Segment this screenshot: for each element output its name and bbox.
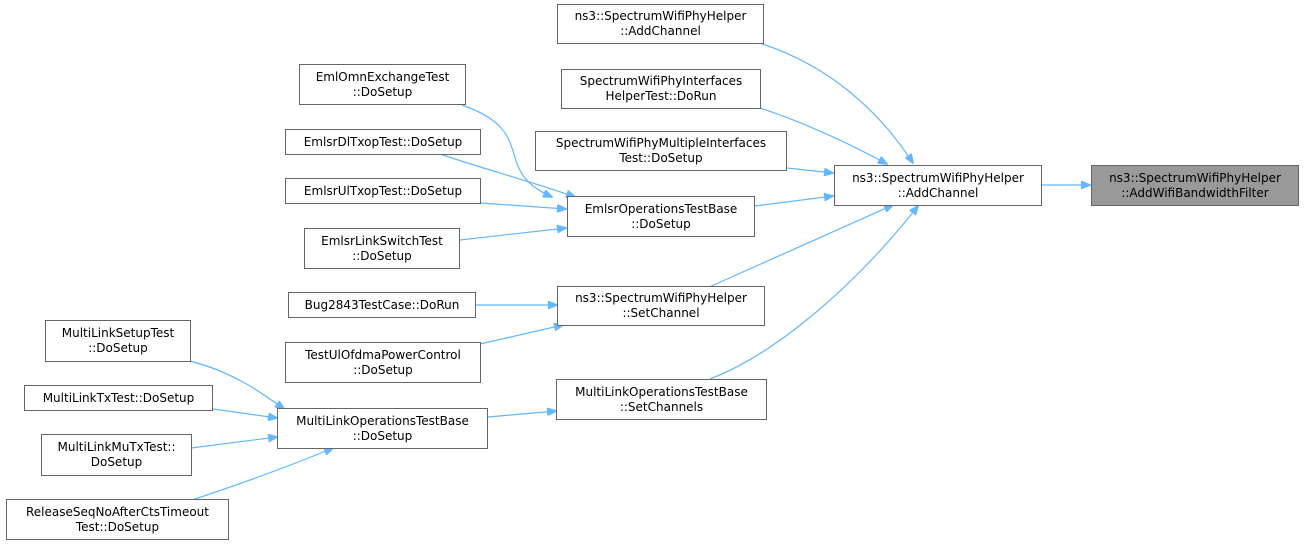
node-multi-link-mu-tx-test[interactable]: MultiLinkMuTxTest::DoSetup <box>41 434 192 476</box>
edge-multiple-interfaces-to-add-channel <box>786 167 833 173</box>
edge-ml-setup-test-to-ml-do-setup <box>189 360 284 409</box>
edge-emlsr-dl-to-emlsr-base <box>439 153 575 197</box>
edge-eml-omn-to-emlsr-base <box>461 104 552 197</box>
edge-release-seq-to-ml-do-setup <box>191 448 333 501</box>
edge-emlsr-base-to-add-channel <box>754 196 833 207</box>
node-emlsr-dl-txop-test[interactable]: EmlsrDlTxopTest::DoSetup <box>285 129 481 155</box>
node-ml-operations-test-base-do-setup[interactable]: MultiLinkOperationsTestBase::DoSetup <box>277 408 488 449</box>
node-ml-operations-test-base-set-channels[interactable]: MultiLinkOperationsTestBase::SetChannels <box>556 379 767 420</box>
node-emlsr-ul-txop-test[interactable]: EmlsrUlTxopTest::DoSetup <box>285 178 481 204</box>
edge-ml-mu-tx-test-to-ml-do-setup <box>190 437 277 449</box>
edge-ml-set-channels-to-add-channel <box>709 206 918 380</box>
node-emlsr-link-switch-test[interactable]: EmlsrLinkSwitchTest::DoSetup <box>304 228 460 269</box>
node-bug2843-testcase[interactable]: Bug2843TestCase::DoRun <box>288 292 476 318</box>
edge-ml-do-setup-to-ml-set-channels <box>487 411 556 418</box>
node-emlsr-operations-test-base[interactable]: EmlsrOperationsTestBase::DoSetup <box>567 196 755 237</box>
edge-ml-tx-test-to-ml-do-setup <box>212 408 277 418</box>
edge-emlsr-link-switch-to-emlsr-base <box>459 228 566 241</box>
node-multi-link-tx-test[interactable]: MultiLinkTxTest::DoSetup <box>24 385 213 411</box>
edge-add-channel-top-to-add-channel <box>761 43 913 163</box>
edge-interfaces-helper-to-add-channel <box>759 107 887 164</box>
edge-test-ul-ofdma-to-set-channel <box>479 325 563 345</box>
node-spectrum-helper-set-channel[interactable]: ns3::SpectrumWifiPhyHelper::SetChannel <box>557 286 765 326</box>
node-multi-link-setup-test[interactable]: MultiLinkSetupTest::DoSetup <box>45 320 191 362</box>
node-root-add-wifi-bandwidth-filter: ns3::SpectrumWifiPhyHelper::AddWifiBandw… <box>1091 165 1299 206</box>
node-spectrum-helper-add-channel-top[interactable]: ns3::SpectrumWifiPhyHelper::AddChannel <box>557 4 764 44</box>
edge-set-channel-to-add-channel <box>706 205 893 289</box>
node-test-ul-ofdma-power-control[interactable]: TestUlOfdmaPowerControl::DoSetup <box>285 342 481 383</box>
edge-emlsr-ul-to-emlsr-base <box>480 202 566 209</box>
node-spectrum-helper-add-channel[interactable]: ns3::SpectrumWifiPhyHelper::AddChannel <box>834 165 1042 206</box>
node-eml-omn-exchange-test[interactable]: EmlOmnExchangeTest::DoSetup <box>299 64 466 105</box>
